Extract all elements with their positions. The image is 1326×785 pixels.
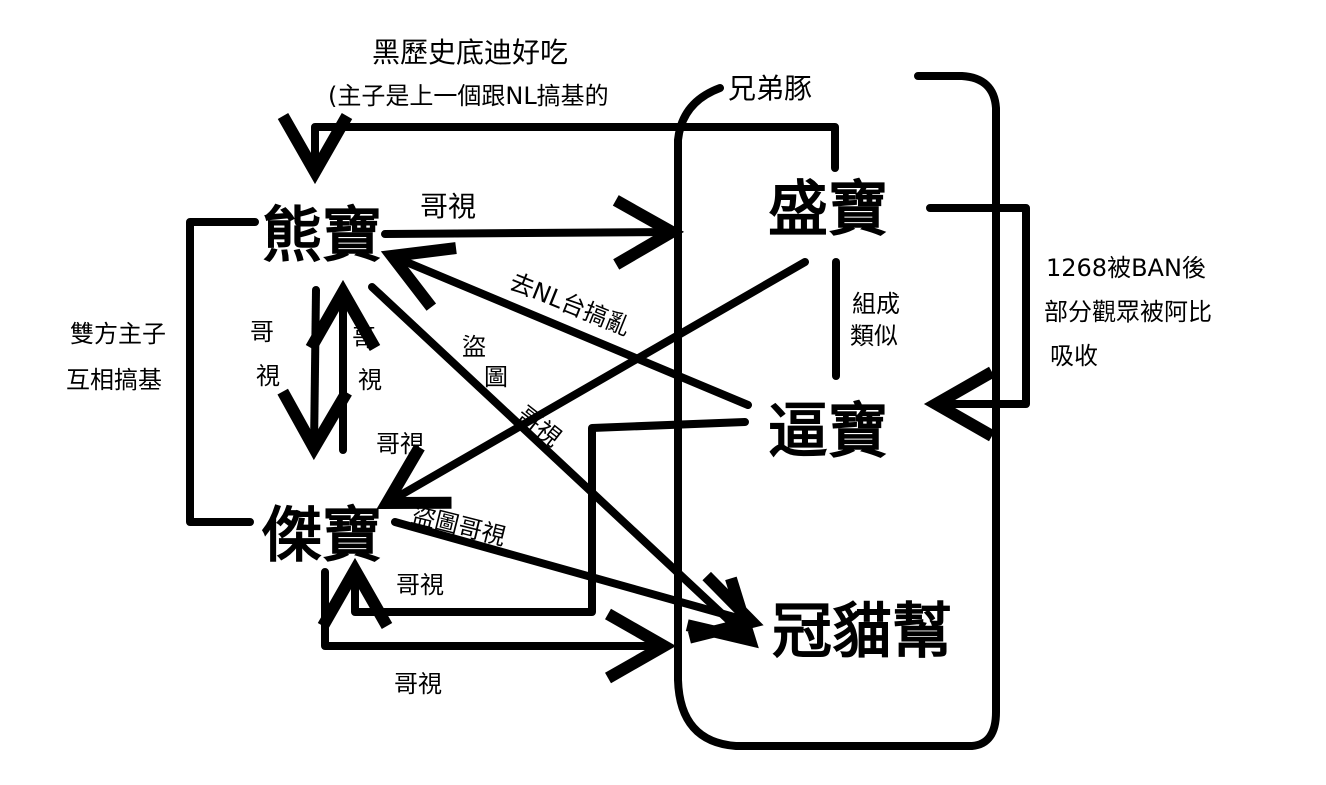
- label-right-loop-line3: 吸收: [1050, 342, 1098, 370]
- group-title: 兄弟豚: [728, 72, 812, 105]
- label-jie-to-xiong-line2: 視: [358, 366, 382, 394]
- label-bi-to-jie: 哥視: [396, 571, 444, 599]
- label-jie-bottom-to-guan: 哥視: [394, 670, 442, 698]
- label-right-loop-line2: 部分觀眾被阿比: [1044, 298, 1212, 326]
- label-xiong-to-guan-line2: 圖: [484, 363, 508, 391]
- edge-jie-bottom-to-guan: [321, 568, 677, 684]
- label-sheng-to-jie: 哥視: [376, 430, 424, 458]
- label-xiong-to-sheng: 哥視: [420, 190, 476, 223]
- label-xiong-to-guan-line1: 盜: [462, 333, 486, 361]
- label-jie-to-xiong-line1: 哥: [352, 324, 376, 352]
- node-guanmao: 冠貓幫: [772, 597, 952, 667]
- label-sheng-bi-line1: 組成: [852, 290, 900, 318]
- edge-xiong-to-jie: [277, 286, 352, 461]
- top-caption-line1: 黑歷史底迪好吃: [372, 36, 568, 69]
- node-xiongbao: 熊寶: [262, 201, 382, 271]
- edge-sheng-to-xiong-top: [277, 113, 839, 185]
- edge-left-loop: [186, 218, 259, 526]
- edge-jie-to-guan: [391, 518, 764, 644]
- left-loop-line1: 雙方主子: [70, 320, 166, 348]
- node-jiebao: 傑寶: [261, 501, 382, 571]
- node-shengbao: 盛寶: [768, 175, 888, 245]
- label-right-loop-line1: 1268被BAN後: [1046, 254, 1206, 282]
- edge-xiong-to-sheng: [381, 195, 685, 270]
- top-caption-line2: (主子是上一個跟NL搞基的: [328, 82, 609, 110]
- label-sheng-bi-line2: 類似: [850, 322, 898, 350]
- left-loop-line2: 互相搞基: [66, 366, 162, 394]
- edge-xiong-to-guan: [368, 283, 759, 649]
- edge-right-loop: [923, 204, 1030, 442]
- edge-bi-to-jie: [317, 418, 749, 629]
- edge-bi-to-xiong: [380, 242, 752, 409]
- edge-sheng-to-jie: [376, 258, 809, 510]
- node-bibao: 逼寶: [768, 397, 888, 467]
- label-xiong-to-jie-line2: 視: [256, 362, 280, 390]
- label-xiong-to-jie-line1: 哥: [250, 318, 274, 346]
